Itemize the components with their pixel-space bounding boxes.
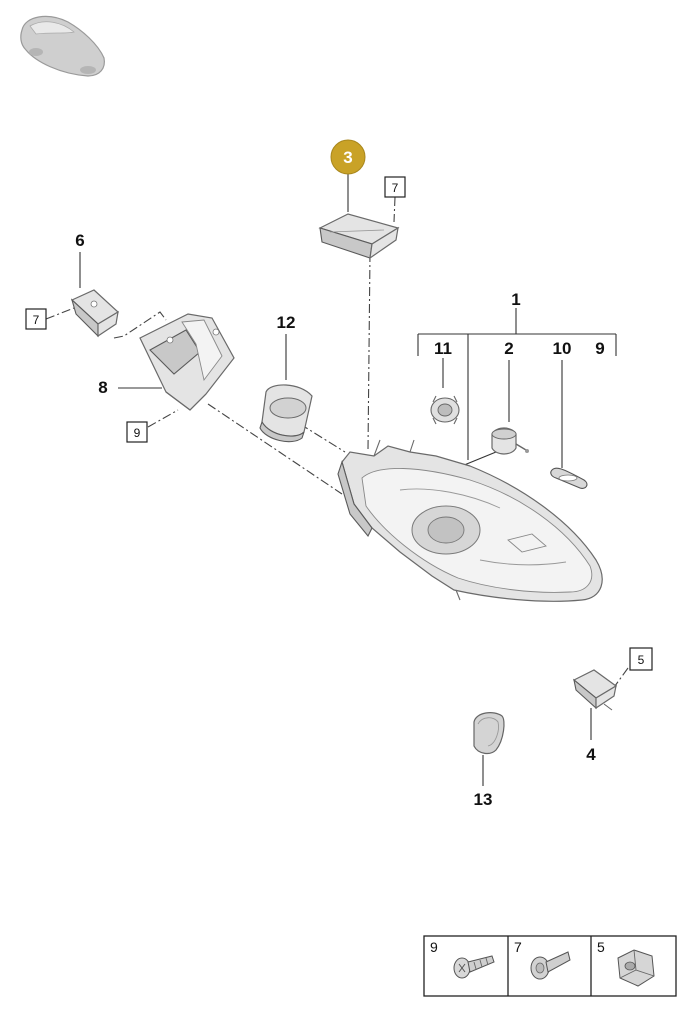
svg-text:5: 5 [597, 939, 605, 955]
callout-6[interactable]: 6 [75, 231, 84, 250]
boxed-ref-5-right[interactable]: 5 [629, 647, 653, 671]
rubber-plug-part[interactable] [473, 712, 505, 755]
callout-2[interactable]: 2 [504, 339, 513, 358]
cap-ring-part[interactable] [259, 384, 313, 443]
callout-12[interactable]: 12 [277, 313, 296, 332]
nut-icon [617, 949, 655, 987]
svg-text:9: 9 [134, 426, 141, 440]
car-thumbnail-icon[interactable] [20, 15, 105, 77]
legend-item-nut[interactable]: 5 [597, 939, 655, 987]
callout-9[interactable]: 9 [595, 339, 604, 358]
clip-part[interactable] [550, 467, 588, 489]
callout-4[interactable]: 4 [586, 745, 596, 764]
svg-text:3: 3 [343, 148, 352, 167]
small-module-part[interactable] [572, 669, 618, 711]
callout-11[interactable]: 11 [434, 339, 452, 358]
svg-text:7: 7 [392, 181, 399, 195]
boxed-ref-9-left[interactable]: 9 [126, 421, 148, 443]
callout-10[interactable]: 10 [553, 339, 572, 358]
screw-icon [453, 955, 495, 979]
boxed-ref-7-left[interactable]: 7 [25, 308, 47, 330]
bolt-icon [530, 951, 571, 980]
bracket-part[interactable] [139, 313, 235, 411]
callout-13[interactable]: 13 [474, 790, 493, 809]
fastener-legend: 9 7 5 [423, 935, 677, 997]
callout-1[interactable]: 1 [511, 290, 520, 309]
svg-text:5: 5 [638, 653, 645, 667]
headlight-assembly-part[interactable] [337, 439, 603, 602]
ballast-part[interactable] [70, 289, 119, 338]
leader-lines [45, 174, 629, 786]
control-module-part[interactable] [318, 213, 400, 260]
socket-ring-part[interactable] [430, 395, 460, 425]
callout-3-badge[interactable]: 3 [330, 139, 366, 175]
boxed-ref-7-top[interactable]: 7 [384, 176, 406, 198]
bulb-part[interactable] [491, 427, 529, 455]
svg-text:9: 9 [430, 939, 438, 955]
svg-text:7: 7 [514, 939, 522, 955]
callout-8[interactable]: 8 [98, 378, 107, 397]
svg-text:7: 7 [33, 313, 40, 327]
legend-item-bolt[interactable]: 7 [514, 939, 571, 980]
legend-item-screw[interactable]: 9 [430, 939, 495, 979]
